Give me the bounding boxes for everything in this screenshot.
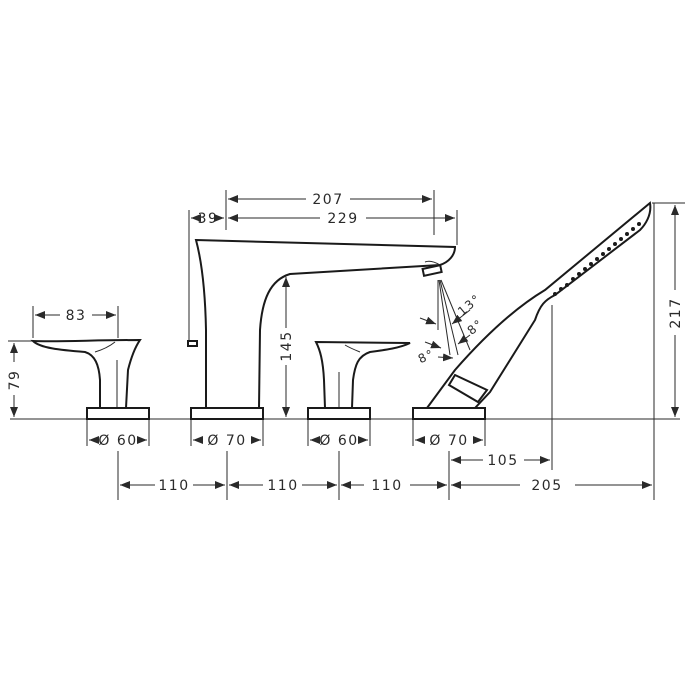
dim-right-handle-base: Ø 60	[319, 433, 358, 449]
dim-spacing-1: 110	[158, 478, 189, 494]
dim-spout-base: Ø 70	[207, 433, 246, 449]
dim-handle-width: 83	[66, 308, 87, 324]
spout	[187, 238, 457, 420]
dim-spout-offset: 39	[198, 211, 219, 227]
dim-shower-base: Ø 70	[429, 433, 468, 449]
right-handle	[307, 340, 411, 420]
hand-shower	[412, 201, 652, 420]
dim-handle-height: 79	[7, 370, 23, 391]
dim-spout-reach-inner: 207	[312, 192, 343, 208]
left-handle	[30, 338, 150, 420]
dim-spout-height: 145	[279, 330, 295, 361]
angle-13: 13°	[455, 291, 484, 318]
dim-spout-reach-total: 229	[327, 211, 358, 227]
dim-spacing-2: 110	[267, 478, 298, 494]
dim-shower-height: 217	[668, 297, 684, 328]
dim-left-handle-base: Ø 60	[98, 433, 137, 449]
angle-8-right: 8°	[465, 316, 487, 337]
dim-spacing-3: 110	[371, 478, 402, 494]
spray-nozzles	[553, 222, 641, 296]
dim-shower-total-reach: 205	[531, 478, 562, 494]
dim-shower-head-offset: 105	[487, 453, 518, 469]
angle-8-left: 8°	[416, 347, 437, 367]
